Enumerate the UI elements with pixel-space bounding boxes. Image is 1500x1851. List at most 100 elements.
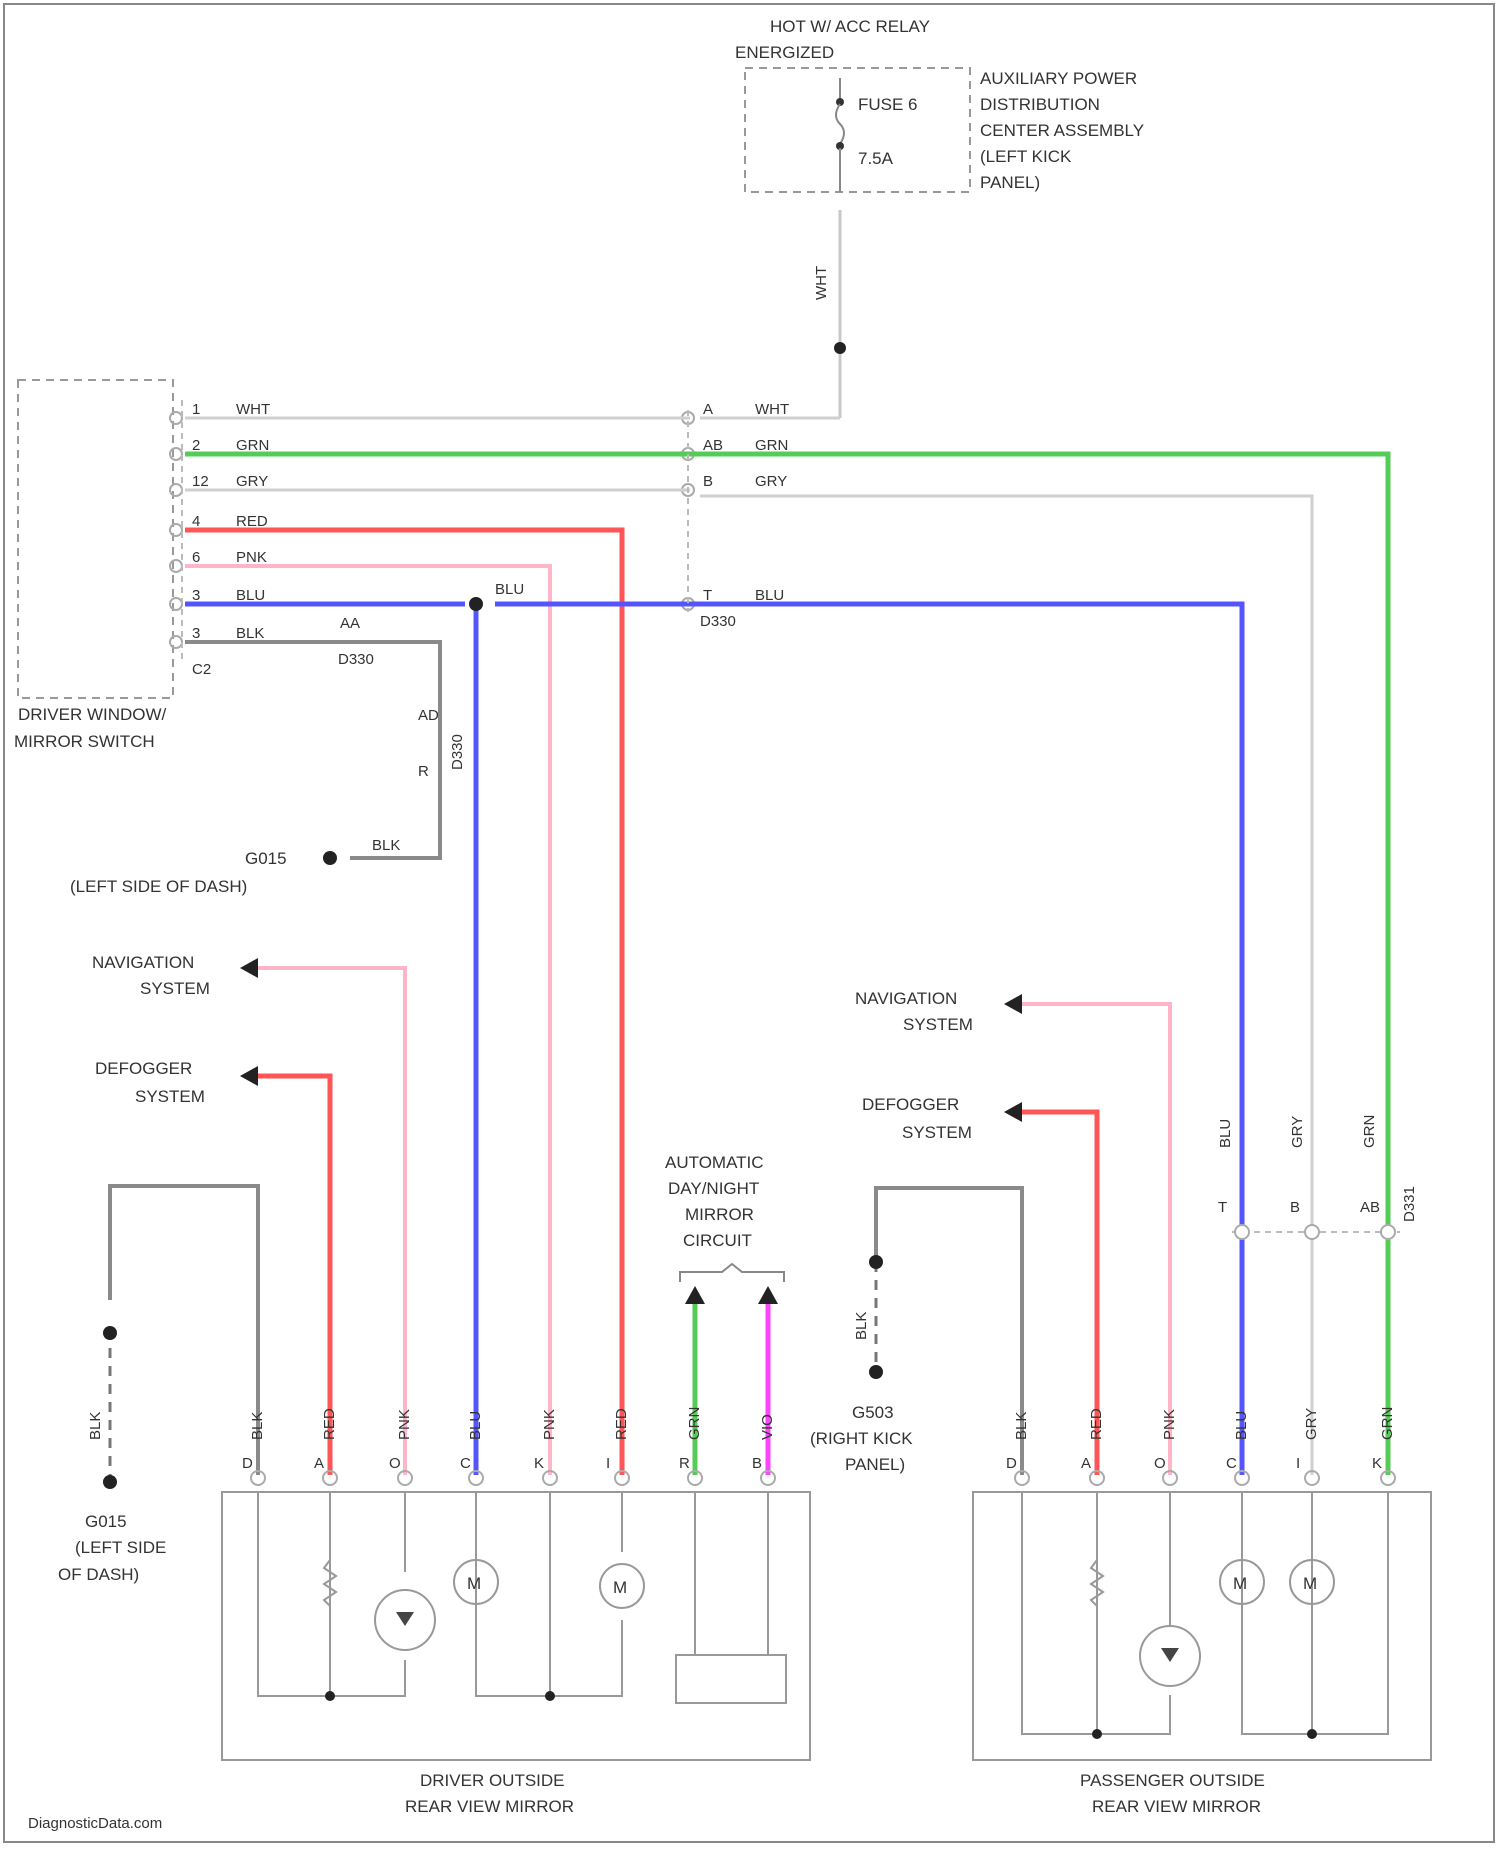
- pass-ground-wire-label: BLK: [853, 1312, 870, 1340]
- ground-splice-conn: D330: [338, 651, 374, 668]
- pass-inline-color-1: BLU: [1217, 1119, 1234, 1148]
- driver-defog-label-1: DEFOGGER: [95, 1059, 192, 1078]
- wire-blk-row: [185, 642, 440, 858]
- pass-mirror-pin: C: [1226, 1455, 1237, 1472]
- mid-connector-color: BLU: [755, 587, 784, 604]
- wires: [182, 400, 1388, 1475]
- pass-mirror-box: [973, 1492, 1431, 1760]
- driver-defog-label-2: SYSTEM: [135, 1087, 205, 1106]
- pass-nav-label-2: SYSTEM: [903, 1015, 973, 1034]
- switch-pin-color: PNK: [236, 549, 267, 566]
- switch-pin-number: 3: [192, 625, 200, 642]
- apdc-label-5: PANEL): [980, 173, 1040, 192]
- relay-label-2: ENERGIZED: [735, 43, 834, 62]
- apdc-label-1: AUXILIARY POWER: [980, 69, 1137, 88]
- mid-connector-pin: T: [703, 587, 712, 604]
- pass-mirror-title-2: REAR VIEW MIRROR: [1092, 1797, 1261, 1816]
- pass-motor-1-label: M: [1233, 1574, 1247, 1593]
- switch-pin-color: GRY: [236, 473, 268, 490]
- wire-pnk-row: [185, 566, 550, 1475]
- driver-ec-element: [676, 1655, 786, 1703]
- apdc-block: HOT W/ ACC RELAY ENERGIZED FUSE 6 7.5A A…: [735, 17, 1144, 418]
- switch-pin-color: GRN: [236, 437, 269, 454]
- pass-defog-label-1: DEFOGGER: [862, 1095, 959, 1114]
- driver-mirror-wire-color: PNK: [396, 1409, 413, 1440]
- apdc-dashed-box: [745, 68, 970, 192]
- pass-mirror-wire-color: GRN: [1379, 1407, 1396, 1440]
- pass-mirror-pin: D: [1006, 1455, 1017, 1472]
- pass-inline-color-2: GRY: [1289, 1116, 1306, 1148]
- switch-pin-color: BLU: [236, 587, 265, 604]
- pass-int-node-1: [1092, 1729, 1102, 1739]
- blu-splice-label: BLU: [495, 581, 524, 598]
- pass-inline-color-3: GRN: [1361, 1115, 1378, 1148]
- pass-nav-arrow: [1004, 994, 1022, 1014]
- pass-mirror-title-1: PASSENGER OUTSIDE: [1080, 1771, 1265, 1790]
- pass-mirror-wire-color: BLK: [1013, 1412, 1030, 1440]
- auto-mirror-arrow-vio: [758, 1286, 778, 1304]
- driver-indicator-diode: [396, 1612, 414, 1626]
- pass-defog-wire: [1022, 1112, 1097, 1475]
- ground-left-location: (LEFT SIDE OF DASH): [70, 877, 247, 896]
- driver-nav-label-2: SYSTEM: [140, 979, 210, 998]
- pass-mirror-internal: [1022, 1492, 1388, 1734]
- driver-motor-2-label: M: [613, 1578, 627, 1597]
- switch-pin-number: 12: [192, 473, 209, 490]
- driver-ground-dot-2: [103, 1475, 117, 1489]
- ground-left-name: G015: [245, 849, 287, 868]
- pass-inline-terminal: [1381, 1225, 1395, 1239]
- apdc-label-2: DISTRIBUTION: [980, 95, 1100, 114]
- fuse-symbol: [836, 104, 844, 144]
- driver-mirror-pin: O: [389, 1455, 401, 1472]
- pass-mirror-wire-color: GRY: [1303, 1408, 1320, 1440]
- driver-int-node-2: [545, 1691, 555, 1701]
- driver-ground-loc-1: (LEFT SIDE: [75, 1538, 166, 1557]
- driver-mirror-wire-color: RED: [321, 1408, 338, 1440]
- mid-connector-color: GRN: [755, 437, 788, 454]
- pass-inline-terminal: [1235, 1225, 1249, 1239]
- driver-ground-name: G015: [85, 1512, 127, 1531]
- driver-mirror-wire-color: BLU: [467, 1411, 484, 1440]
- pass-nav-label-1: NAVIGATION: [855, 989, 957, 1008]
- switch-pin-number: 2: [192, 437, 200, 454]
- ground-left-dot: [323, 851, 337, 865]
- blu-splice: [469, 597, 483, 611]
- driver-mirror-pin: A: [314, 1455, 324, 1472]
- pass-indicator-diode: [1161, 1648, 1179, 1662]
- auto-mirror-arrow-grn: [685, 1286, 705, 1304]
- switch-pin-number: 4: [192, 513, 200, 530]
- switch-pin-terminal: [170, 448, 182, 460]
- feed-splice: [834, 342, 846, 354]
- pass-inline-conn: D331: [1401, 1186, 1418, 1222]
- pass-defog-label-2: SYSTEM: [902, 1123, 972, 1142]
- driver-ground-loc-2: OF DASH): [58, 1565, 139, 1584]
- ground-left-pin-1: AD: [418, 707, 439, 724]
- pass-inline-pin-3: AB: [1360, 1199, 1380, 1216]
- pass-inline-pin-2: B: [1290, 1199, 1300, 1216]
- fuse-name: FUSE 6: [858, 95, 918, 114]
- auto-mirror-label-4: CIRCUIT: [683, 1231, 752, 1250]
- wire-blu-row: [185, 604, 1242, 1475]
- driver-mirror-pin: I: [606, 1455, 610, 1472]
- watermark: DiagnosticData.com: [28, 1815, 162, 1832]
- passenger-lower: NAVIGATION SYSTEM DEFOGGER SYSTEM BLK G5…: [810, 989, 1431, 1816]
- driver-mirror-pin: C: [460, 1455, 471, 1472]
- pass-mirror-wire-color: BLU: [1233, 1411, 1250, 1440]
- driver-mirror-wire-color: GRN: [686, 1407, 703, 1440]
- driver-defog-arrow: [240, 1066, 258, 1086]
- switch-pin-number: 6: [192, 549, 200, 566]
- switch-pin-color: WHT: [236, 401, 270, 418]
- driver-motor-1-label: M: [467, 1574, 481, 1593]
- pass-ground-dot-2: [869, 1365, 883, 1379]
- switch-pin-terminal: [170, 524, 182, 536]
- switch-pin-terminal: [170, 560, 182, 572]
- driver-mirror-title-2: REAR VIEW MIRROR: [405, 1797, 574, 1816]
- driver-switch-connector: C2: [192, 661, 211, 678]
- pass-int-node-2: [1307, 1729, 1317, 1739]
- switch-pin-terminal: [170, 484, 182, 496]
- switch-pin-terminal: [170, 598, 182, 610]
- driver-nav-label-1: NAVIGATION: [92, 953, 194, 972]
- pass-ground-dot-1: [869, 1255, 883, 1269]
- pass-ground-loc-1: (RIGHT KICK: [810, 1429, 913, 1448]
